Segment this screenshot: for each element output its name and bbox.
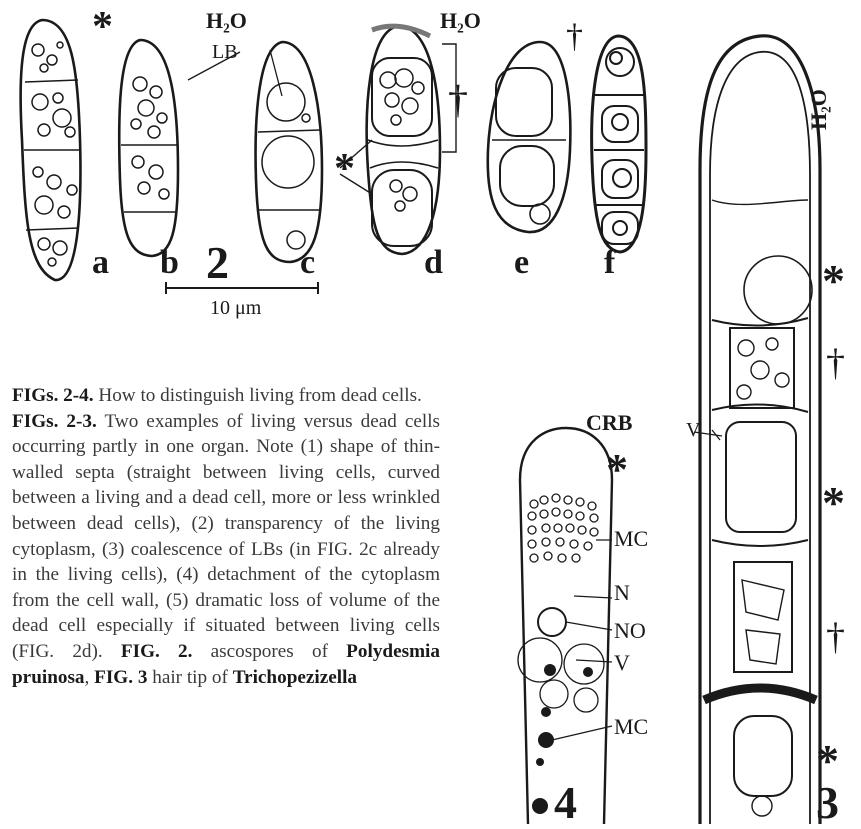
- panel-label-e: e: [514, 246, 529, 280]
- living-mark-3a: *: [822, 258, 845, 304]
- caption-separator: ,: [85, 667, 95, 688]
- caption-fig3-ref: FIG. 3: [94, 667, 147, 688]
- dead-mark-3b: †: [826, 618, 845, 656]
- panel-label-c: c: [300, 246, 315, 280]
- caption-fig2-text: ascospores of: [192, 641, 346, 662]
- living-mark-3b: *: [822, 480, 845, 526]
- mc-label-upper: MC: [614, 528, 648, 550]
- vacuole-label-fig3: V: [686, 420, 700, 440]
- spore-f: [592, 36, 646, 252]
- dead-mark-3a: †: [826, 344, 845, 382]
- dead-mark-2f: †: [566, 20, 583, 54]
- caption-body-text: Two examples of living versus dead cells…: [12, 411, 440, 662]
- caption-heading-para: FIGs. 2-4. How to distinguish living fro…: [12, 383, 440, 409]
- spore-d: [340, 26, 456, 254]
- nucleolus-label: NO: [614, 620, 646, 642]
- water-label-fig3: H₂O: [808, 89, 830, 130]
- living-mark-2a: *: [92, 6, 113, 48]
- caption-fig3-text: hair tip of: [147, 667, 232, 688]
- panel-label-a: a: [92, 246, 109, 280]
- figure-caption: FIGs. 2-4. How to distinguish living fro…: [12, 383, 440, 690]
- caption-heading-text: How to distinguish living from dead cell…: [94, 385, 422, 406]
- panel-label-d: d: [424, 246, 443, 280]
- figure-number-2: 2: [206, 240, 229, 286]
- nucleus-label: N: [614, 582, 630, 604]
- figure-number-3: 3: [816, 780, 839, 826]
- root-tip: [518, 428, 612, 824]
- scale-bar: [166, 282, 318, 294]
- dead-mark-2d: †: [448, 80, 468, 120]
- water-label-right: H₂O: [440, 10, 481, 32]
- caption-species-2: Trichopezizella: [233, 667, 357, 688]
- caption-heading: FIGs. 2-4.: [12, 385, 94, 406]
- lb-label: LB: [212, 42, 238, 62]
- mc-label-lower: MC: [614, 716, 648, 738]
- spore-c: [256, 42, 322, 262]
- spore-e: [488, 42, 571, 232]
- water-label-left: H₂O: [206, 10, 247, 32]
- figure-number-4: 4: [554, 780, 577, 826]
- scale-bar-label: 10 μm: [210, 298, 261, 318]
- spore-a: [21, 20, 81, 280]
- caption-subheading: FIGs. 2-3.: [12, 411, 97, 432]
- spore-b: [119, 40, 178, 256]
- crb-label: CRB: [586, 412, 632, 434]
- panel-label-b: b: [160, 246, 179, 280]
- caption-fig2-ref: FIG. 2.: [121, 641, 193, 662]
- caption-body-para: FIGs. 2-3. Two examples of living versus…: [12, 409, 440, 691]
- vacuole-label-fig4: V: [614, 652, 630, 674]
- panel-label-f: f: [604, 246, 615, 280]
- living-mark-2d: *: [334, 148, 355, 190]
- living-mark-4: *: [606, 448, 628, 492]
- hair-tip: [694, 36, 820, 824]
